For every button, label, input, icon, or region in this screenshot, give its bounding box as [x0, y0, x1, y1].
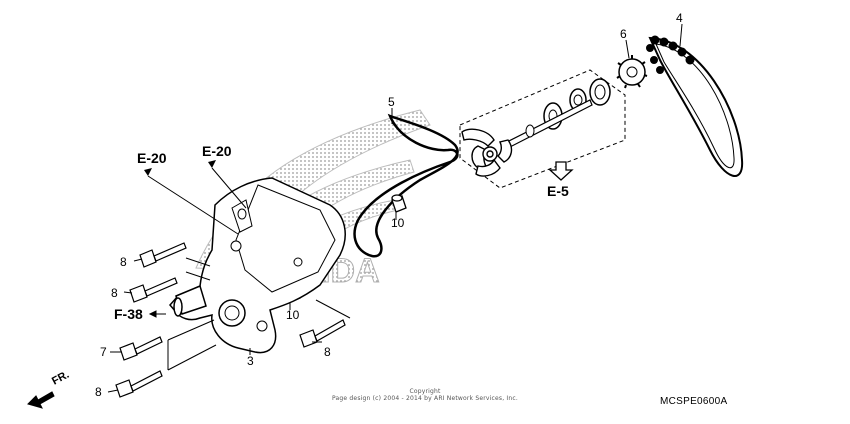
callout-5: 5 [388, 95, 395, 109]
callout-4: 4 [676, 11, 683, 25]
sprocket [616, 39, 648, 89]
copyright-line-2: Page design (c) 2004 - 2014 by ARI Netwo… [331, 395, 519, 402]
cam-chain [646, 35, 744, 177]
ref-e20-left[interactable]: E-20 [137, 150, 167, 166]
callout-6: 6 [620, 27, 627, 41]
front-direction-arrow [27, 391, 55, 409]
f38-reference-arrow [148, 310, 166, 318]
callout-8-middle: 8 [111, 286, 118, 300]
e20-reference-arrows [144, 160, 216, 176]
e5-reference-arrow [548, 161, 574, 181]
ref-e5[interactable]: E-5 [547, 183, 569, 199]
o-ring-gasket [353, 108, 459, 258]
ref-f38[interactable]: F-38 [114, 306, 143, 322]
callout-7: 7 [100, 345, 107, 359]
callout-10-upper: 10 [391, 216, 405, 230]
ref-e20-right[interactable]: E-20 [202, 143, 232, 159]
callout-8-bottom: 8 [95, 385, 102, 399]
water-pump-shaft-assembly [459, 69, 626, 189]
callout-10-lower: 10 [286, 308, 300, 322]
diagram-code: MCSPE0600A [660, 396, 728, 407]
callout-3: 3 [247, 354, 254, 368]
leader-lines [107, 23, 683, 393]
flange-bolts [115, 242, 346, 398]
copyright-line-1: Copyright [409, 388, 441, 395]
water-pump-cover [169, 177, 346, 354]
callout-8-right: 8 [324, 345, 331, 359]
callout-8-top: 8 [120, 255, 127, 269]
copyright-notice: Copyright Page design (c) 2004 - 2014 by… [300, 388, 550, 402]
